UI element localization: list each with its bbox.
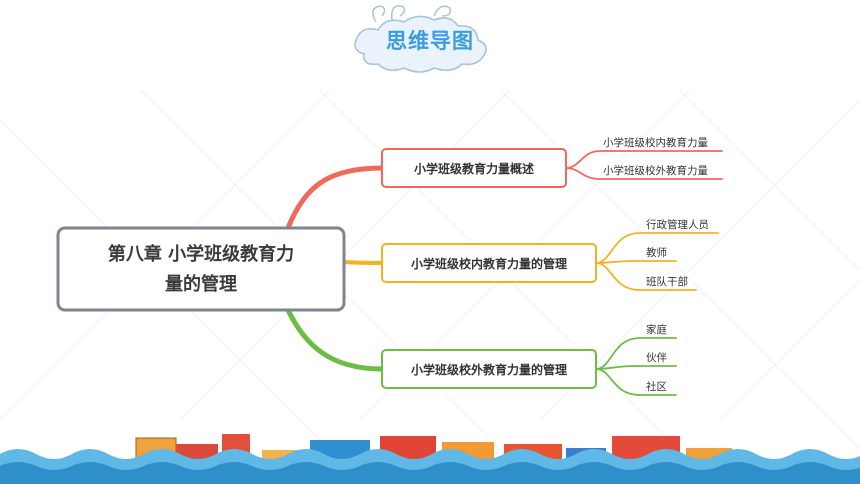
connector-leaf <box>565 150 723 169</box>
leaf-item[interactable]: 家庭 <box>646 323 667 336</box>
leaf-group-external: 家庭 伙伴 社区 <box>646 323 667 393</box>
branch-node-overview[interactable]: 小学班级教育力量概述 <box>381 148 567 188</box>
root-node-line2: 量的管理 <box>165 273 237 295</box>
root-node-line1: 第八章 小学班级教育力 <box>108 243 294 265</box>
connectors <box>285 150 723 396</box>
connector-leaf <box>565 167 723 180</box>
mindmap-title: 思维导图 <box>386 29 474 53</box>
bottom-decoration <box>0 434 860 484</box>
connector-leaf <box>595 232 719 264</box>
leaf-group-overview: 小学班级校内教育力量 小学班级校外教育力量 <box>603 136 708 177</box>
root-node[interactable]: 第八章 小学班级教育力 量的管理 <box>56 226 346 312</box>
branch-node-external[interactable]: 小学班级校外教育力量的管理 <box>381 349 597 389</box>
leaf-item[interactable]: 社区 <box>646 380 667 393</box>
connector-root-overview <box>285 165 385 231</box>
leaf-item[interactable]: 教师 <box>646 246 667 259</box>
connector-leaf <box>595 262 697 291</box>
leaf-item[interactable]: 小学班级校内教育力量 <box>603 136 708 149</box>
connector-root-external <box>285 307 385 372</box>
connector-leaf <box>595 365 677 370</box>
leaf-group-internal: 行政管理人员 教师 班队干部 <box>646 218 709 288</box>
branch-label: 小学班级教育力量概述 <box>414 161 534 176</box>
cloud-title-badge <box>354 5 487 73</box>
leaf-item[interactable]: 行政管理人员 <box>646 218 709 231</box>
wave-front <box>0 462 860 484</box>
connector-leaf <box>595 260 677 264</box>
connector-leaf <box>595 368 677 396</box>
leaf-item[interactable]: 小学班级校外教育力量 <box>603 164 708 177</box>
connector-root-internal <box>342 260 384 265</box>
connector-leaf <box>595 337 677 370</box>
branch-node-internal[interactable]: 小学班级校内教育力量的管理 <box>381 243 597 283</box>
branch-label: 小学班级校外教育力量的管理 <box>411 362 567 377</box>
leaf-item[interactable]: 班队干部 <box>646 275 688 288</box>
leaf-item[interactable]: 伙伴 <box>646 351 667 364</box>
branch-label: 小学班级校内教育力量的管理 <box>411 256 567 271</box>
cloud-icon <box>354 15 487 73</box>
